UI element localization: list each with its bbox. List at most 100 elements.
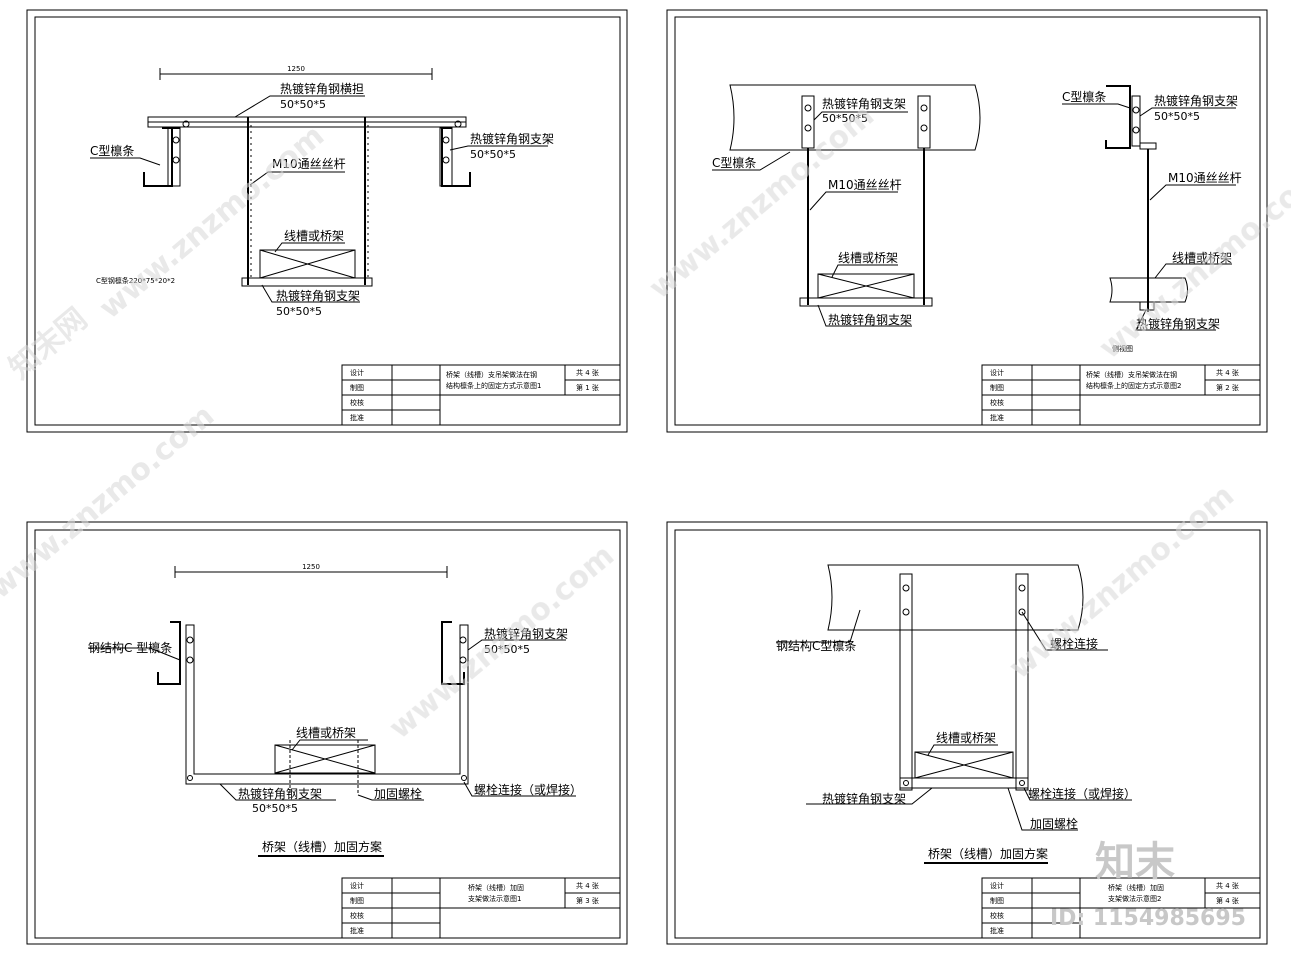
titleblock-sheet: 第 2 张	[1216, 383, 1239, 392]
brand-logo: 知末 ID: 1154985695	[1050, 839, 1246, 931]
titleblock-row-check: 校核	[990, 398, 1004, 407]
sheet-1-inner-frame	[34, 16, 621, 426]
sheet-4-bracket-right	[1015, 573, 1029, 791]
sheet-4-outer-frame	[666, 521, 1268, 945]
bolt-icon	[1018, 584, 1026, 592]
sheet-1-bottom-angle	[241, 277, 373, 287]
sheet-2-tray	[817, 273, 915, 299]
sheet-1-label-crossbar: 热镀锌角钢横担	[280, 82, 364, 96]
titleblock-row-design: 设计	[990, 881, 1004, 890]
sheet-2-label-side-purlin: C型檩条	[1062, 89, 1106, 104]
bolt-icon	[902, 584, 910, 592]
sheet-1-tray	[259, 249, 356, 279]
sheet-3-label-bracket-right-spec: 50*50*5	[484, 643, 530, 656]
sheet-2-label-bracket-top-spec: 50*50*5	[822, 112, 868, 125]
titleblock-title-2: 支架做法示意图1	[468, 894, 521, 903]
sheet-1-label-purlin: C型檩条	[90, 143, 134, 158]
titleblock-title-2: 结构檩条上的固定方式示意图1	[446, 381, 541, 390]
bolt-icon	[1132, 126, 1140, 134]
sheet-2-label-tray: 线槽或桥架	[838, 251, 898, 265]
sheet-4: 钢结构C型檩条 螺栓连接 线槽或桥架 热镀锌角钢支架 螺栓连接（或焊接） 加固螺…	[666, 521, 1268, 945]
sheet-1-label-bottom: 热镀锌角钢支架	[276, 289, 360, 303]
sheet-2-inner-frame	[674, 16, 1261, 426]
sheet-3-tray	[274, 744, 376, 774]
sheet-2-label-bracket-top: 热镀锌角钢支架	[822, 97, 906, 111]
bolt-icon	[442, 156, 450, 164]
sheet-3-label-tray: 线槽或桥架	[296, 726, 356, 740]
sheet-2-side-view	[1105, 85, 1188, 312]
titleblock-row-check: 校核	[990, 911, 1004, 920]
sheet-3-outer-frame	[26, 521, 628, 945]
sheet-1-titleblock: 设计 制图 校核 批准 桥架（线槽）支吊架做法在钢 结构檩条上的固定方式示意图1…	[341, 364, 621, 426]
titleblock-title-2: 结构檩条上的固定方式示意图2	[1086, 381, 1181, 390]
titleblock-row-design: 设计	[350, 881, 364, 890]
sheet-2-label-side-bracket-spec: 50*50*5	[1154, 110, 1200, 123]
watermark-domain: www.znzmo.com	[0, 398, 221, 606]
bolt-icon	[920, 124, 928, 132]
bolt-icon	[459, 636, 467, 644]
titleblock-total: 共 4 张	[1216, 368, 1239, 377]
sheet-1-label-bracket-right: 热镀锌角钢支架	[470, 132, 554, 146]
titleblock-row-approve: 批准	[990, 926, 1004, 935]
sheet-4-label-bottom: 热镀锌角钢支架	[822, 792, 906, 806]
titleblock-total: 共 4 张	[576, 881, 599, 890]
sheet-3: 1250 钢结构C 型檩条 热镀锌角钢支架 50*50*5 线槽或桥架 热镀锌角…	[26, 521, 628, 945]
sheet-2-label-bottom: 热镀锌角钢支架	[828, 313, 912, 327]
sheet-4-label-purlin: 钢结构C型檩条	[776, 638, 856, 653]
logo-text: 知末	[1095, 839, 1175, 885]
watermark-domain: www.znzmo.com	[1003, 478, 1241, 686]
sheet-2-side-caption: 侧视图	[1112, 344, 1133, 353]
sheet-4-label-bolt-conn: 螺栓连接（或焊接）	[1028, 786, 1136, 801]
titleblock-row-approve: 批准	[990, 413, 1004, 422]
sheet-2-label-side-bottom: 热镀锌角钢支架	[1136, 317, 1220, 331]
watermark-brand: 知末网	[3, 301, 94, 386]
bolt-icon	[804, 124, 812, 132]
sheet-3-dimension-value: 1250	[302, 563, 320, 571]
sheet-1-note: C型钢檩条220*75*20*2	[96, 276, 175, 285]
bolt-icon	[454, 120, 462, 128]
sheet-3-label-bottom: 热镀锌角钢支架	[238, 787, 322, 801]
sheet-3-left-purlin	[157, 621, 181, 685]
bolt-icon	[186, 636, 194, 644]
bolt-icon	[804, 104, 812, 112]
titleblock-row-draw: 制图	[990, 896, 1004, 905]
sheet-4-label-tray: 线槽或桥架	[936, 731, 996, 745]
titleblock-title-1: 桥架（线槽）加固	[468, 883, 524, 892]
sheet-1-label-rod: M10通丝丝杆	[272, 157, 346, 171]
sheet-3-inner-frame	[34, 529, 621, 939]
bolt-icon	[442, 136, 450, 144]
sheet-2-titleblock: 设计 制图 校核 批准 桥架（线槽）支吊架做法在钢 结构檩条上的固定方式示意图2…	[981, 364, 1261, 426]
bolt-icon	[186, 656, 194, 664]
titleblock-title-1: 桥架（线槽）支吊架做法在钢	[1086, 370, 1177, 379]
titleblock-row-draw: 制图	[990, 383, 1004, 392]
sheet-2: 热镀锌角钢支架 50*50*5 C型檩条 M10通丝丝杆 线槽或桥架 热镀锌角钢…	[666, 9, 1268, 433]
sheet-2-bottom-angle	[799, 297, 933, 307]
bolt-icon	[920, 104, 928, 112]
bolt-icon	[1019, 780, 1025, 786]
titleblock-row-approve: 批准	[350, 926, 364, 935]
titleblock-total: 共 4 张	[576, 368, 599, 377]
sheet-3-label-reinforce-bolt: 加固螺栓	[374, 786, 422, 801]
titleblock-row-design: 设计	[990, 368, 1004, 377]
bolt-icon	[461, 775, 467, 781]
sheet-4-bracket-left	[899, 573, 913, 791]
sheet-1-label-bracket-right-spec: 50*50*5	[470, 148, 516, 161]
bolt-icon	[182, 120, 190, 128]
sheet-3-right-purlin	[441, 621, 465, 685]
titleblock-row-design: 设计	[350, 368, 364, 377]
sheet-1-label-bottom-spec: 50*50*5	[276, 305, 322, 318]
titleblock-row-draw: 制图	[350, 896, 364, 905]
watermark-domain: www.znzmo.com	[383, 538, 621, 746]
bolt-icon	[1018, 608, 1026, 616]
bolt-icon	[187, 775, 193, 781]
sheet-2-hanger-right	[917, 95, 931, 149]
titleblock-row-draw: 制图	[350, 383, 364, 392]
sheet-2-outer-frame	[666, 9, 1268, 433]
sheet-1-dimension: 1250	[159, 65, 433, 80]
sheet-2-label-side-rod: M10通丝丝杆	[1168, 171, 1242, 185]
watermark-domain: www.znzmo.com	[643, 98, 881, 306]
titleblock-sheet: 第 4 张	[1216, 896, 1239, 905]
titleblock-sheet: 第 1 张	[576, 383, 599, 392]
sheet-4-tray	[914, 751, 1014, 779]
